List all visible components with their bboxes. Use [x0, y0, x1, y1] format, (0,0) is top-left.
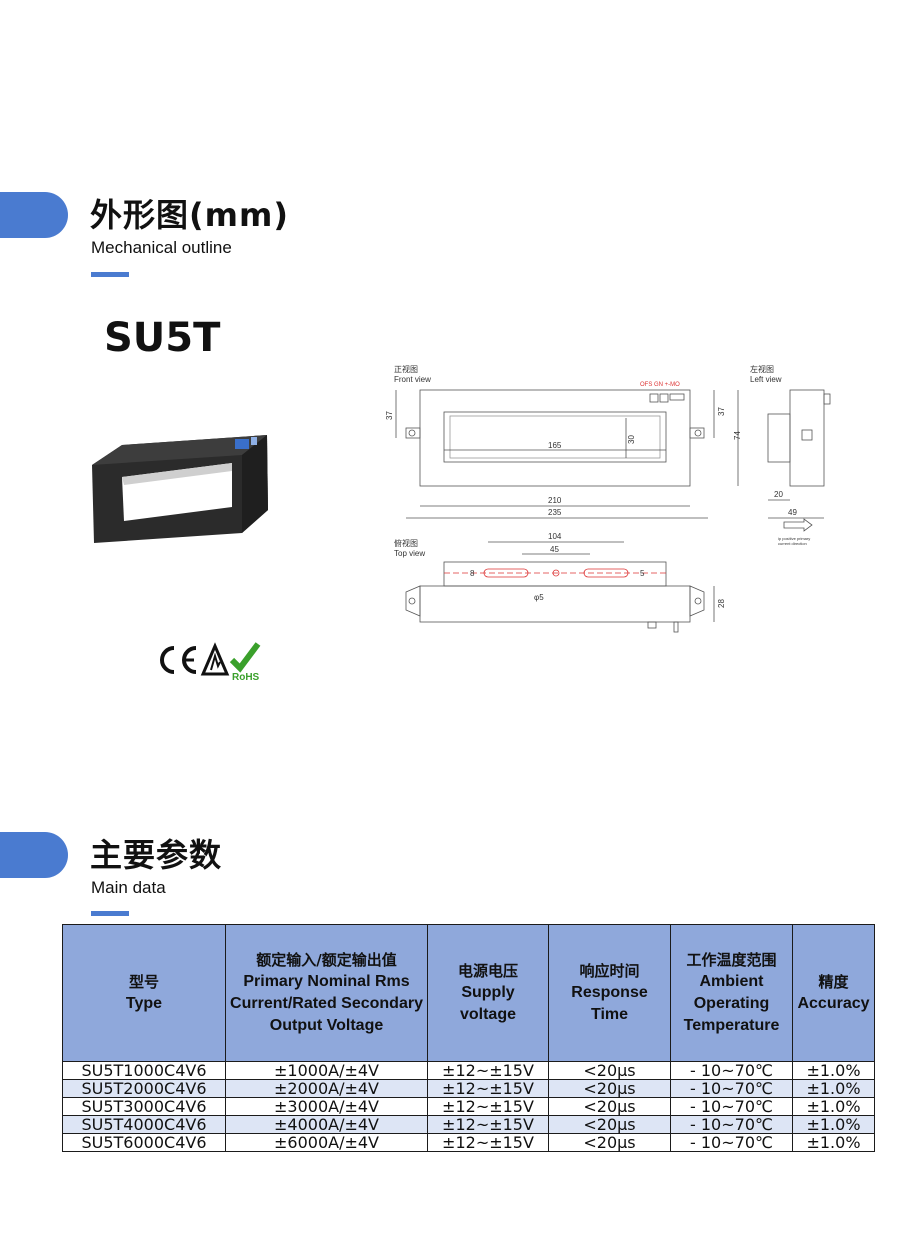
cell-temperature: - 10~70℃: [670, 1097, 793, 1116]
table-row: SU5T6000C4V6 ±6000A/±4V ±12~±15V <20μs -…: [62, 1133, 875, 1152]
dim-235: 235: [548, 508, 562, 517]
cell-type: SU5T2000C4V6: [62, 1079, 226, 1098]
front-view-body: [419, 389, 691, 487]
model-name: SU5T: [104, 315, 221, 361]
cell-response: <20μs: [548, 1097, 671, 1116]
cell-accuracy: ±1.0%: [792, 1079, 875, 1098]
table-row: SU5T4000C4V6 ±4000A/±4V ±12~±15V <20μs -…: [62, 1115, 875, 1134]
cell-rated: ±4000A/±4V: [225, 1115, 428, 1134]
dim-104: 104: [548, 532, 562, 541]
table-row: SU5T2000C4V6 ±2000A/±4V ±12~±15V <20μs -…: [62, 1079, 875, 1098]
certification-marks: RoHS: [160, 642, 261, 682]
dim-165: 165: [548, 441, 562, 450]
cell-accuracy: ±1.0%: [792, 1097, 875, 1116]
top-view-upper: [443, 561, 667, 587]
front-view-cn: 正视图: [394, 364, 418, 374]
outline-underline: [91, 272, 129, 277]
cell-rated: ±1000A/±4V: [225, 1061, 428, 1080]
cell-temperature: - 10~70℃: [670, 1133, 793, 1152]
ce-mark-icon: [160, 646, 197, 674]
arrow-note-2: current direction: [778, 541, 807, 546]
cell-response: <20μs: [548, 1079, 671, 1098]
dim-37-left: 37: [385, 411, 394, 420]
dim-74: 74: [733, 431, 742, 440]
cell-supply: ±12~±15V: [427, 1061, 549, 1080]
cell-accuracy: ±1.0%: [792, 1061, 875, 1080]
top-view-body: [419, 585, 691, 623]
dim-phi5: φ5: [534, 593, 544, 602]
rohs-check-icon: RoHS: [229, 642, 261, 682]
cell-rated: ±3000A/±4V: [225, 1097, 428, 1116]
dim-28: 28: [717, 599, 726, 608]
dim-45: 45: [550, 545, 559, 554]
dim-210: 210: [548, 496, 562, 505]
dim-49: 49: [788, 508, 797, 517]
outline-title: 外形图(mm): [90, 196, 289, 234]
dim-5: 5: [640, 569, 645, 578]
cell-type: SU5T6000C4V6: [62, 1133, 226, 1152]
top-view-en: Top view: [394, 549, 425, 558]
arrow-note-1: ip positive primary: [778, 536, 810, 541]
outline-subtitle: Mechanical outline: [91, 238, 232, 257]
table-row: SU5T1000C4V6 ±1000A/±4V ±12~±15V <20μs -…: [62, 1061, 875, 1080]
left-view-cn: 左视图: [750, 364, 774, 374]
cell-temperature: - 10~70℃: [670, 1115, 793, 1134]
cell-supply: ±12~±15V: [427, 1079, 549, 1098]
cell-rated: ±2000A/±4V: [225, 1079, 428, 1098]
dim-8: 8: [470, 569, 475, 578]
cell-rated: ±6000A/±4V: [225, 1133, 428, 1152]
top-view-cn: 俯视图: [394, 538, 418, 548]
cell-response: <20μs: [548, 1115, 671, 1134]
dim-30: 30: [627, 435, 636, 444]
esd-warning-icon: [200, 642, 230, 676]
dim-37-right: 37: [717, 407, 726, 416]
section-tab-outline: [0, 192, 68, 238]
section-tab-main: [0, 832, 68, 878]
cell-type: SU5T4000C4V6: [62, 1115, 226, 1134]
cell-type: SU5T1000C4V6: [62, 1061, 226, 1080]
table-row: SU5T3000C4V6 ±3000A/±4V ±12~±15V <20μs -…: [62, 1097, 875, 1116]
cell-accuracy: ±1.0%: [792, 1115, 875, 1134]
product-image: [92, 435, 268, 543]
cell-type: SU5T3000C4V6: [62, 1097, 226, 1116]
cell-response: <20μs: [548, 1133, 671, 1152]
main-title: 主要参数: [90, 836, 223, 874]
panel-label: OFS GN +-MO: [640, 382, 680, 388]
cell-temperature: - 10~70℃: [670, 1079, 793, 1098]
cell-supply: ±12~±15V: [427, 1115, 549, 1134]
cell-supply: ±12~±15V: [427, 1097, 549, 1116]
cell-temperature: - 10~70℃: [670, 1061, 793, 1080]
main-subtitle: Main data: [91, 878, 166, 897]
dim-20: 20: [774, 490, 783, 499]
cell-accuracy: ±1.0%: [792, 1133, 875, 1152]
left-view-body: [789, 389, 825, 487]
front-view-window: [443, 411, 667, 463]
front-view-en: Front view: [394, 375, 431, 384]
left-view-en: Left view: [750, 375, 782, 384]
rohs-label: RoHS: [232, 672, 260, 682]
main-underline: [91, 911, 129, 916]
outline-drawing: 正视图 Front view OFS GN +-MO 37 37 74 30 1…: [385, 364, 831, 633]
cell-response: <20μs: [548, 1061, 671, 1080]
cell-supply: ±12~±15V: [427, 1133, 549, 1152]
